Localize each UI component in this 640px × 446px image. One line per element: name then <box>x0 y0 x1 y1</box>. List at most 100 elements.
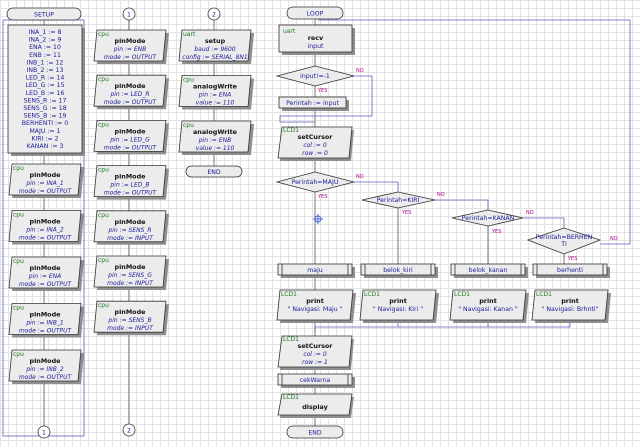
svg-text:col := 0: col := 0 <box>303 142 327 149</box>
svg-text:pin := INB_1: pin := INB_1 <box>25 320 63 327</box>
assignment-line: LED_B := 16 <box>26 90 65 97</box>
svg-text:mode := INPUT: mode := INPUT <box>107 325 154 332</box>
col2-end-terminal[interactable]: END <box>185 165 243 178</box>
svg-text:row := 0: row := 0 <box>302 150 328 157</box>
svg-text:setCursor: setCursor <box>298 133 334 141</box>
col2-start-connector[interactable]: 2 <box>207 7 221 21</box>
svg-text:LCD1: LCD1 <box>364 291 380 298</box>
svg-text:analogWrite: analogWrite <box>193 128 238 136</box>
input-no-wire <box>279 75 373 123</box>
svg-text:pin := ENA: pin := ENA <box>28 273 62 280</box>
svg-text:pin := INA_1: pin := INA_1 <box>25 180 63 187</box>
svg-text:END: END <box>207 169 221 176</box>
svg-text:Perintah=KIRI: Perintah=KIRI <box>377 197 420 204</box>
svg-text:" Navigasi: Maju ": " Navigasi: Maju " <box>288 306 343 313</box>
svg-text:mode := INPUT: mode := INPUT <box>107 235 154 242</box>
svg-text:input: input <box>308 43 324 50</box>
setcursor-block-1[interactable]: LCD1 setCursor col := 0 row := 0 <box>277 126 354 161</box>
decision-maju[interactable]: Perintah=MAJU <box>275 171 355 193</box>
decision-kanan[interactable]: Perintah=KANAN <box>451 209 524 227</box>
svg-text:uart: uart <box>283 28 296 35</box>
svg-text:LCD1: LCD1 <box>283 127 299 134</box>
svg-text:belok_kiri: belok_kiri <box>383 267 413 274</box>
svg-text:pinMode: pinMode <box>30 311 62 319</box>
loop-end-terminal[interactable]: END <box>286 425 344 439</box>
col1-start-connector[interactable]: 1 <box>122 7 136 21</box>
breakpoint-marker[interactable] <box>313 214 323 224</box>
recv-block[interactable]: uart recv input <box>278 24 355 55</box>
loop-terminal[interactable]: LOOP <box>286 6 344 20</box>
assign-perintah-block[interactable]: Perintah := input <box>278 96 349 111</box>
svg-text:cpu: cpu <box>13 165 24 172</box>
svg-text:mode := OUTPUT: mode := OUTPUT <box>104 99 158 106</box>
sub-call-1[interactable]: maju <box>277 263 355 278</box>
setup-terminal[interactable]: SETUP <box>6 7 82 21</box>
svg-text:uart: uart <box>183 31 196 38</box>
svg-text:Perintah=BERHEN: Perintah=BERHEN <box>536 234 593 241</box>
sub-call-3[interactable]: belok_kanan <box>450 263 528 278</box>
svg-text:cpu: cpu <box>98 76 109 83</box>
svg-text:pinMode: pinMode <box>30 171 62 179</box>
svg-text:pin := SENS_G: pin := SENS_G <box>107 272 152 279</box>
svg-text:value := 110: value := 110 <box>196 145 235 152</box>
svg-text:cpu: cpu <box>98 121 109 128</box>
assignment-line: INA_1 := 8 <box>29 29 62 36</box>
svg-text:pin := LED_B: pin := LED_B <box>109 182 149 189</box>
input-decision[interactable]: input!=-1 <box>275 65 355 87</box>
sub-call-2[interactable]: belok_kiri <box>360 263 438 278</box>
setup-title: SETUP <box>34 12 54 19</box>
svg-text:LOOP: LOOP <box>307 11 324 18</box>
decision-berhenti[interactable]: Perintah=BERHEN TI <box>526 227 602 255</box>
assignment-line: ENB := 11 <box>29 52 61 59</box>
svg-text:YES: YES <box>491 229 501 235</box>
svg-text:Perintah := input: Perintah := input <box>286 100 339 107</box>
svg-text:cpu: cpu <box>98 167 109 174</box>
svg-text:pin := LED_R: pin := LED_R <box>109 91 149 98</box>
assignment-line: INA_2 := 9 <box>29 37 62 44</box>
svg-text:2: 2 <box>212 12 216 19</box>
col1-end-connector[interactable]: 2 <box>122 423 136 437</box>
assignment-line: SENS_G := 18 <box>23 105 66 112</box>
svg-text:NO: NO <box>437 192 445 198</box>
cekwarna-call[interactable]: cekWarna <box>277 373 355 388</box>
setcursor-block-2[interactable]: LCD1 setCursor col := 0 row := 1 <box>277 335 354 370</box>
assignment-line: KANAN := 3 <box>27 143 64 150</box>
svg-text:pinMode: pinMode <box>115 173 147 181</box>
svg-text:Perintah=KANAN: Perintah=KANAN <box>462 215 515 222</box>
assignment-line: LED_G := 15 <box>25 82 64 89</box>
assignment-line: BERHENTI := 0 <box>22 120 68 127</box>
loop-back-wire <box>318 19 631 245</box>
svg-text:setup: setup <box>205 37 226 45</box>
svg-text:cpu: cpu <box>98 302 109 309</box>
decision-kiri[interactable]: Perintah=KIRI <box>361 191 436 209</box>
svg-text:input!=-1: input!=-1 <box>300 73 330 80</box>
assignment-line: INB_2 := 13 <box>27 67 64 74</box>
setup-connector-1[interactable]: 1 <box>37 425 51 439</box>
display-block[interactable]: LCD1 display <box>277 393 354 418</box>
assignment-line: SENS_B := 19 <box>24 113 67 120</box>
sub-call-4[interactable]: berhenti <box>532 263 610 278</box>
svg-text:pinMode: pinMode <box>115 263 147 271</box>
svg-text:cpu: cpu <box>98 31 109 38</box>
svg-text:pinMode: pinMode <box>115 308 147 316</box>
